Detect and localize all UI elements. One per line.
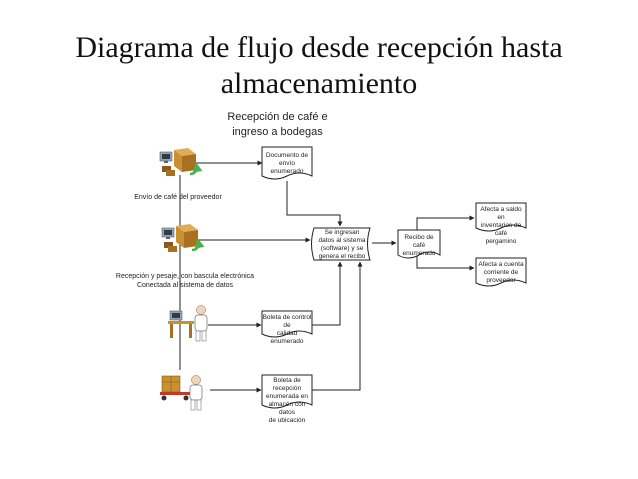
page-title: Diagrama de flujo desde recepción hasta … <box>0 30 638 102</box>
process-system-line-2: datos al sistema <box>318 237 366 244</box>
process-system-label: Se ingresan datos al sistema (software) … <box>314 229 370 261</box>
connectors <box>179 160 475 393</box>
document-shape-account <box>475 257 527 287</box>
connector-doc3-system <box>312 261 363 391</box>
process-system-line-3: (software) y se <box>320 245 364 252</box>
step-label-recepcion-line-2: Conectada al sistema de datos <box>136 282 234 289</box>
document-doc3-line-3: almacén con datos <box>268 401 306 416</box>
section-title-line-1: Recepción de café e <box>227 111 328 123</box>
worker-pallet-icon <box>160 375 203 411</box>
output-inventory-line-1: Afecta a saldo en <box>480 206 522 221</box>
document-doc1-label: Documento de envío enumerado <box>262 152 312 176</box>
connector-doc2-system <box>312 261 343 326</box>
step-label-recepcion: Recepción y pesaje, con bascula electrón… <box>110 272 260 290</box>
document-doc2-line-2: calidad enumerado <box>270 330 304 345</box>
worker-desk-icon <box>168 305 208 342</box>
document-shape-doc3 <box>261 374 313 409</box>
document-doc3-line-2: enumerada en <box>266 393 308 400</box>
process-shape-system <box>311 227 371 261</box>
output-account-line-3: proveedor <box>486 277 516 284</box>
computer-crate-icon <box>159 148 203 176</box>
document-shape-doc2 <box>261 310 313 338</box>
output-account-line-2: corriente de <box>483 269 519 276</box>
output-inventory-line-2: inventarios de café <box>480 222 522 237</box>
connector-doc1-system <box>286 181 343 227</box>
output-inventory-line-3: pergamino <box>485 238 517 245</box>
step-label-recepcion-line-1: Recepción y pesaje, con bascula electrón… <box>115 273 255 280</box>
connector-receipt-account <box>416 256 475 271</box>
document-doc2-line-1: Boleta de control de <box>262 314 312 329</box>
document-doc3-line-4: de ubicación <box>268 417 306 424</box>
step-label-envio-text: Envío de café del proveedor <box>134 194 222 201</box>
document-shape-receipt <box>397 229 441 259</box>
document-doc1-line-2: envío enumerado <box>270 160 304 175</box>
process-system-line-4: genera el recibo <box>318 253 366 260</box>
computer-crate-icon <box>161 224 205 252</box>
document-receipt-line-2: enumerado <box>402 250 436 257</box>
output-account-label: Afecta a cuenta corriente de proveedor <box>476 261 526 285</box>
connector-receipt-inventory <box>416 215 475 230</box>
step-label-envio: Envío de café del proveedor <box>118 193 238 202</box>
output-inventory-label: Afecta a saldo en inventarios de café pe… <box>476 206 526 246</box>
document-receipt-line-1: Recibo de café <box>404 234 434 249</box>
page-title-line-2: almacenamiento <box>220 67 418 100</box>
document-shape-doc1 <box>261 146 313 180</box>
section-title-line-2: ingreso a bodegas <box>232 126 323 138</box>
document-shape-inventory <box>475 202 527 232</box>
section-title: Recepción de café e ingreso a bodegas <box>200 110 355 140</box>
document-doc1-line-1: Documento de <box>265 152 309 159</box>
page-title-line-1: Diagrama de flujo desde recepción hasta <box>75 31 563 64</box>
document-doc2-label: Boleta de control de calidad enumerado <box>262 314 312 346</box>
output-account-line-1: Afecta a cuenta <box>478 261 524 268</box>
document-doc3-line-1: Boleta de recepción <box>272 377 302 392</box>
document-receipt-label: Recibo de café enumerado <box>398 234 440 258</box>
document-doc3-label: Boleta de recepción enumerada en almacén… <box>262 377 312 425</box>
process-system-line-1: Se ingresan <box>324 229 360 236</box>
